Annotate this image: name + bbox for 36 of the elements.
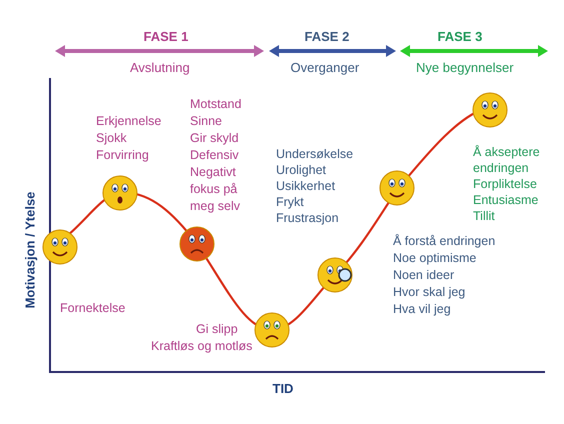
axis-title: TID	[272, 382, 294, 396]
stage-text: fokus på	[190, 182, 238, 196]
phase-name: Overganger	[290, 61, 360, 75]
stage-text: endringen	[473, 161, 529, 175]
stage-text: Kraftløs og motløs	[151, 339, 252, 353]
stage-text: Å akseptere	[473, 145, 540, 159]
stage-text: Entusiasme	[473, 193, 538, 207]
axis-title: Motivasjon / Ytelse	[22, 192, 37, 308]
stage-text: Undersøkelse	[276, 147, 354, 161]
stage-text: Usikkerhet	[276, 179, 336, 193]
phase-name: Nye begynnelser	[416, 61, 514, 75]
stage-text: Tillit	[473, 209, 495, 223]
phase-title: FASE 1	[144, 30, 188, 44]
stage-text: Defensiv	[190, 148, 239, 162]
stage-text: Frustrasjon	[276, 211, 339, 225]
stage-text: Hvor skal jeg	[393, 285, 466, 299]
stage-text: Motstand	[190, 97, 242, 111]
phase-title: FASE 2	[304, 30, 350, 44]
stage-text: Forvirring	[96, 148, 149, 162]
stage-text: Erkjennelse	[96, 114, 162, 128]
stage-text: meg selv	[190, 199, 240, 213]
stage-text: Sjokk	[96, 131, 127, 145]
stage-text: Forpliktelse	[473, 177, 537, 191]
stage-text: Noen ideer	[393, 268, 454, 282]
stage-text: Gi slipp	[196, 322, 238, 336]
stage-text: Gir skyld	[190, 131, 239, 145]
stage-text: Urolighet	[276, 163, 326, 177]
stage-text: Negativt	[190, 165, 236, 179]
stage-text: Noe optimisme	[393, 251, 476, 265]
stage-text: Frykt	[276, 195, 304, 209]
stage-text: Å forstå endringen	[393, 234, 496, 248]
phase-title: FASE 3	[438, 30, 482, 44]
stage-text: Hva vil jeg	[393, 302, 451, 316]
stage-text: Sinne	[190, 114, 222, 128]
phase-name: Avslutning	[130, 61, 190, 75]
stage-text: Fornektelse	[60, 301, 126, 315]
